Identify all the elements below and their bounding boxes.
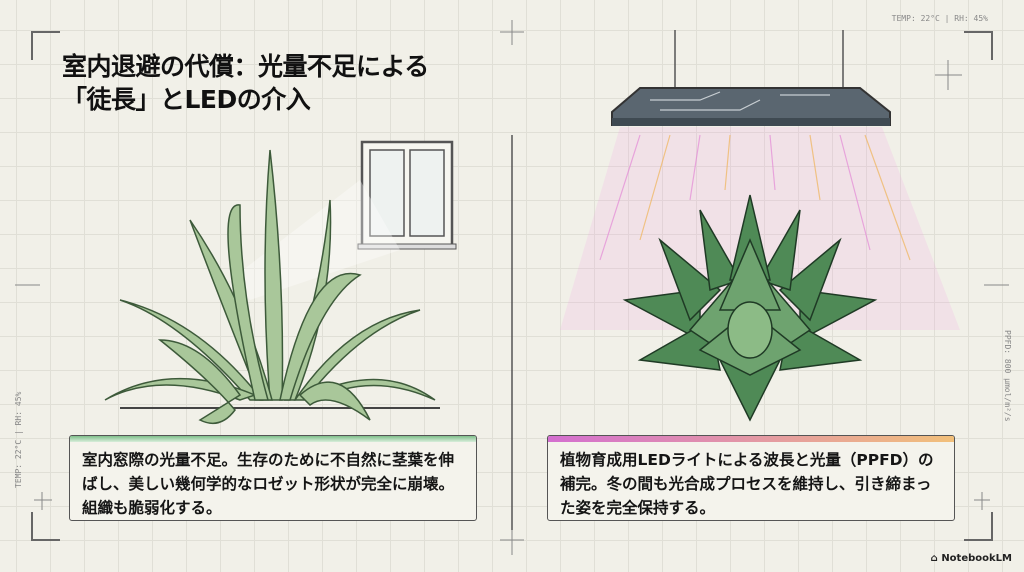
notebooklm-logo-icon: ⌂ <box>930 553 942 564</box>
led-caption: 植物育成用LEDライトによる波長と光量（PPFD）の補完。冬の間も光合成プロセス… <box>560 451 934 517</box>
green-accent-bar <box>70 436 476 442</box>
window-icon <box>230 140 457 300</box>
watermark-text: NotebookLM <box>941 553 1012 564</box>
etiolated-plant-illustration <box>104 149 440 425</box>
title-line-1: 室内退避の代償：光量不足による <box>62 52 429 81</box>
led-grow-light <box>560 30 960 330</box>
title-line-2: 「徒長」とLEDの介入 <box>62 85 311 114</box>
led-caption-box: 植物育成用LEDライトによる波長と光量（PPFD）の補完。冬の間も光合成プロセス… <box>547 435 955 521</box>
environment-readout-left: TEMP: 22°C | RH: 45% <box>14 391 23 488</box>
gradient-accent-bar <box>548 436 954 442</box>
environment-readout-top: TEMP: 22°C | RH: 45% <box>891 14 988 23</box>
page-title: 室内退避の代償：光量不足による 「徒長」とLEDの介入 <box>62 50 429 116</box>
frame-corners <box>31 31 993 541</box>
notebooklm-watermark: ⌂ NotebookLM <box>931 553 1012 564</box>
indoor-window-caption: 室内窓際の光量不足。生存のために不自然に茎葉を伸ばし、美しい幾何学的なロゼット形… <box>82 451 455 517</box>
compact-rosette-plant-illustration <box>622 194 878 422</box>
ppfd-readout: PPFD: 800 μmol/m²/s <box>1003 330 1012 422</box>
crosshair-marks <box>15 20 1009 555</box>
indoor-window-caption-box: 室内窓際の光量不足。生存のために不自然に茎葉を伸ばし、美しい幾何学的なロゼット形… <box>69 435 477 521</box>
